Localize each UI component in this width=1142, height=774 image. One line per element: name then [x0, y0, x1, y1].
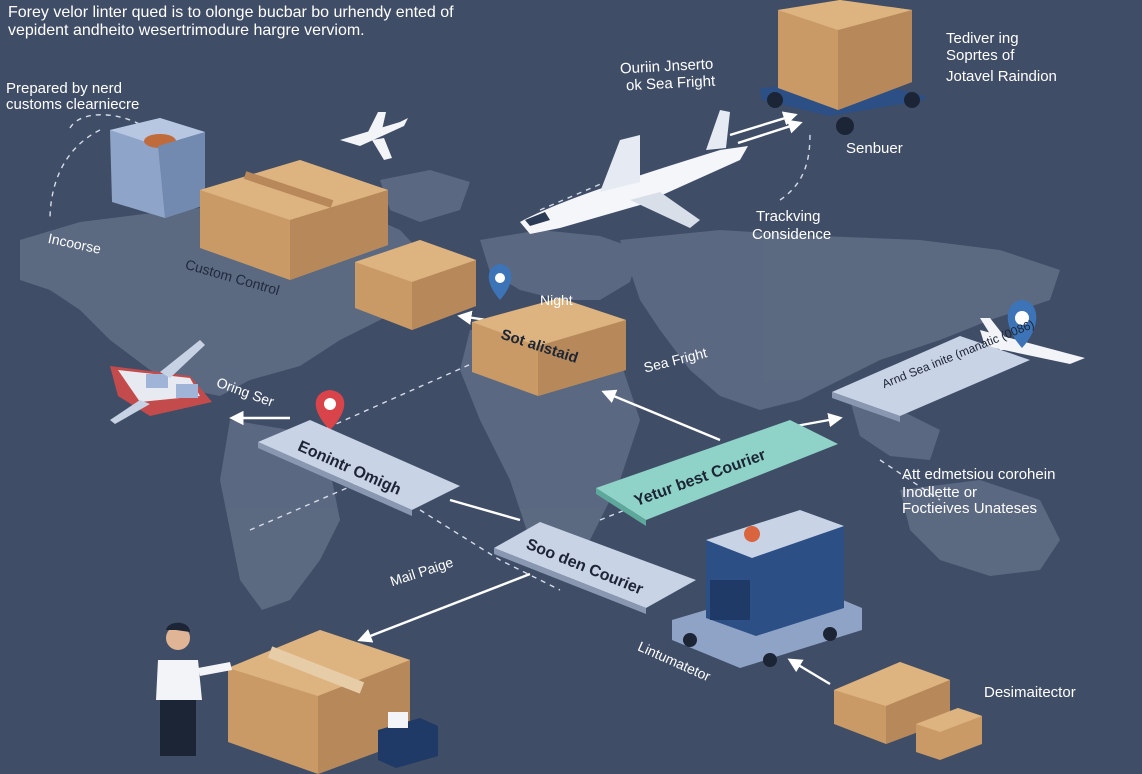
map-africa: [460, 330, 640, 570]
pin-icon: [315, 390, 345, 430]
route-line: [779, 129, 811, 201]
label-prepared-1: Prepared by nerd: [6, 80, 122, 97]
header-line-1: Forey velor linter qued is to olonge buc…: [8, 4, 454, 21]
plane-right-icon: [980, 318, 1085, 364]
route-line: [539, 179, 611, 211]
header-line-2: vepident andheito wesertrimodure hargre …: [8, 22, 365, 39]
person-icon: [156, 622, 232, 756]
label-sender: Senbuer: [846, 140, 903, 157]
package-icon: [200, 160, 388, 280]
package-icon: [916, 708, 982, 760]
cart-icon: [760, 0, 925, 135]
map-asia: [620, 230, 1060, 410]
plate-air-sea: [832, 336, 1030, 422]
arrow-hollow: [449, 498, 521, 522]
plate-courier-best: [596, 420, 838, 526]
scanner-small-icon: [378, 712, 438, 768]
label-tracking-2: Considence: [752, 226, 832, 243]
route-line: [49, 129, 101, 221]
label-delivery-3: Jotavel Raindion: [946, 68, 1057, 85]
airplane-icon: [520, 110, 748, 234]
plane-small-icon: [340, 112, 408, 160]
map-southeast-asia: [850, 400, 940, 460]
arrow: [357, 572, 531, 643]
map-europe: [480, 230, 640, 300]
package-icon: [355, 240, 476, 330]
label-delivery-1: Tediver ing: [946, 30, 1019, 47]
plate-origin: [258, 420, 460, 516]
scanner-machine-icon: [672, 510, 862, 668]
arrow: [737, 119, 803, 145]
arrow: [601, 389, 721, 442]
label-prepared-2: customs clearniecre: [6, 96, 140, 113]
label-attention-3: Foctieives Unateses: [902, 500, 1038, 517]
boat-icon: [110, 340, 212, 424]
customs-machine-icon: [110, 118, 205, 218]
package-icon: [472, 298, 626, 396]
arrow: [729, 111, 798, 137]
route-line: [249, 477, 371, 531]
label-attention-2: Inodlette or: [902, 484, 978, 501]
pin-icon: [488, 264, 512, 300]
map-australia: [900, 480, 1060, 576]
label-tracking-1: Trackving: [756, 208, 821, 225]
label-delivery-2: Soprtes of: [946, 47, 1015, 64]
label-destination: Desimaitector: [984, 684, 1076, 701]
label-night: Night: [540, 292, 573, 308]
route-line: [879, 459, 941, 501]
arrow: [787, 658, 831, 686]
label-attention-1: Att edmetsiou corohein: [902, 466, 1056, 483]
map-greenland: [380, 170, 470, 222]
route-line: [419, 509, 561, 591]
pin-icon: [1007, 300, 1037, 348]
plate-sea-courier: [494, 522, 696, 614]
